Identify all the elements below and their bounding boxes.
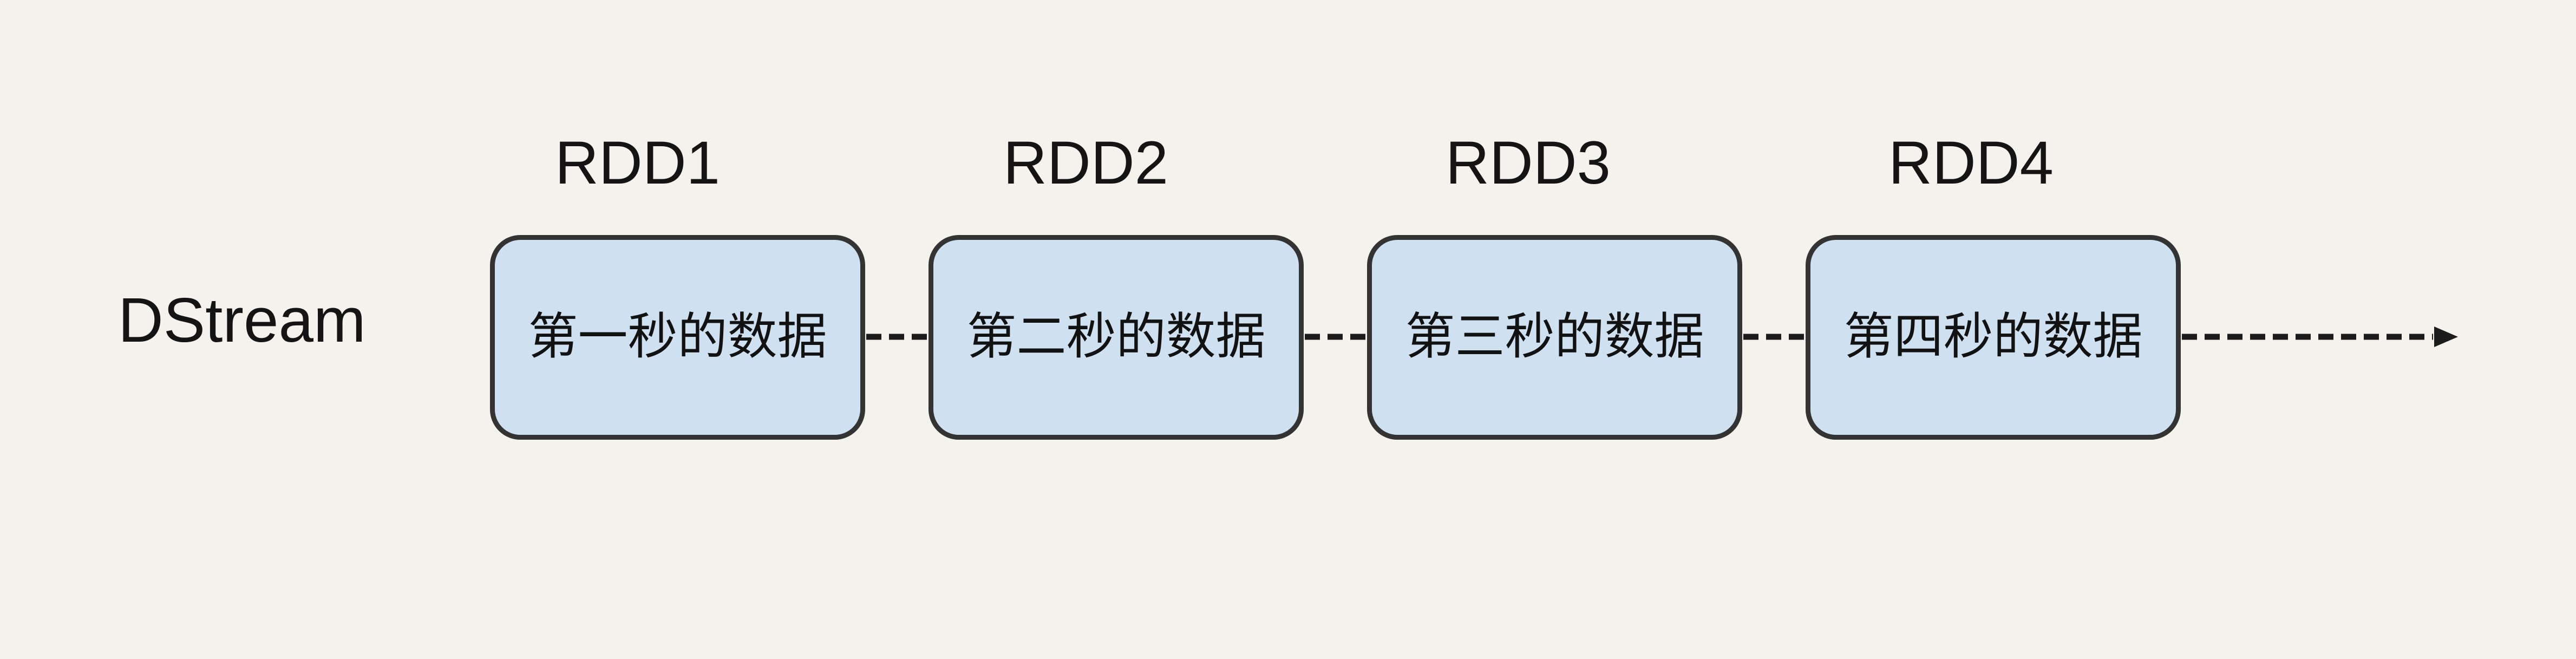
- rdd3-box: 第三秒的数据: [1367, 235, 1742, 440]
- rdd1-box: 第一秒的数据: [490, 235, 865, 440]
- rdd2-box-text: 第二秒的数据: [966, 309, 1266, 365]
- dstream-label: DStream: [118, 285, 366, 355]
- rdd2-box: 第二秒的数据: [929, 235, 1304, 440]
- rdd4-box-text: 第四秒的数据: [1843, 309, 2143, 365]
- rdd4-box: 第四秒的数据: [1806, 235, 2181, 440]
- rdd1-title: RDD1: [555, 129, 720, 197]
- rdd3-box-text: 第三秒的数据: [1405, 309, 1704, 365]
- rdd2-title: RDD2: [1003, 129, 1168, 197]
- rdd3-title: RDD3: [1446, 129, 1611, 197]
- rdd4-title: RDD4: [1888, 129, 2054, 197]
- rdd1-box-text: 第一秒的数据: [528, 309, 827, 365]
- arrow-head-icon: [2434, 327, 2458, 347]
